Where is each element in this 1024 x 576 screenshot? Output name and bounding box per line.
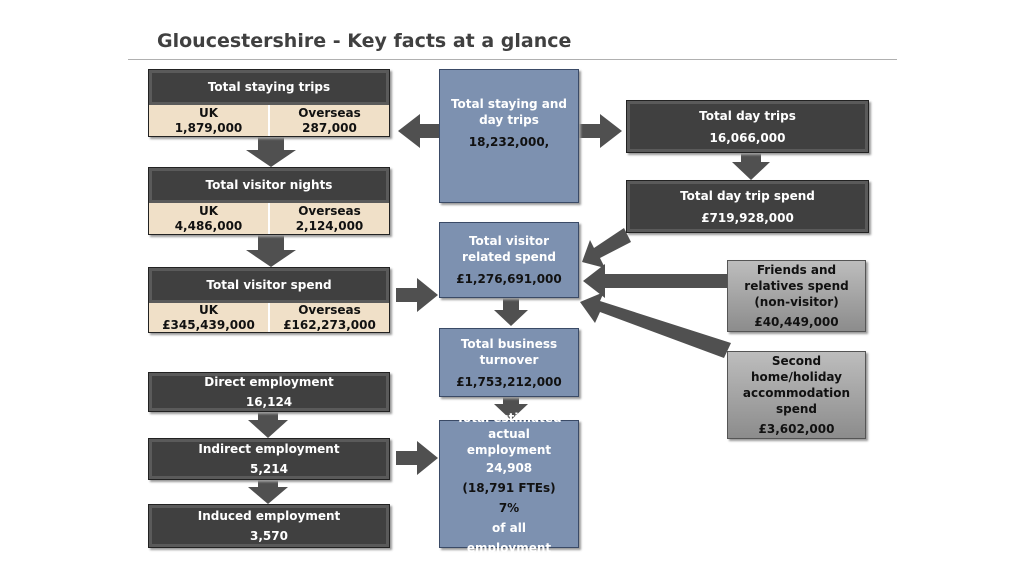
arrow-right-icon xyxy=(396,441,438,475)
day-trips-label: Total day trips xyxy=(699,108,796,123)
employment-box: Total estimated actual employment 24,908… xyxy=(439,411,579,555)
friends-relatives-value: £40,449,000 xyxy=(754,315,839,329)
arrow-right-icon xyxy=(579,114,622,148)
induced-employment-value: 3,570 xyxy=(250,529,288,543)
overseas-label: Overseas xyxy=(298,105,361,120)
staying-and-day-trips-box: Total staying and day trips 18,232,000, xyxy=(439,69,579,203)
uk-value: £345,439,000 xyxy=(162,317,255,332)
indirect-employment-box: Indirect employment 5,214 xyxy=(148,438,390,480)
staying-and-day-label: Total staying and day trips xyxy=(450,97,568,127)
visitor-related-spend-box: Total visitor related spend £1,276,691,0… xyxy=(439,222,579,298)
direct-employment-value: 16,124 xyxy=(245,395,293,409)
arrow-down-icon xyxy=(248,412,288,438)
second-home-label: Second home/holiday accommodation spend xyxy=(742,354,851,416)
visitor-spend-label: Total visitor spend xyxy=(149,268,389,303)
second-home-value: £3,602,000 xyxy=(758,422,835,436)
uk-value: 4,486,000 xyxy=(174,218,243,233)
employment-ftes: (18,791 FTEs) xyxy=(462,481,556,495)
induced-employment-box: Induced employment 3,570 xyxy=(148,504,390,548)
direct-employment-box: Direct employment 16,124 xyxy=(148,372,390,412)
second-home-box: Second home/holiday accommodation spend … xyxy=(727,351,866,439)
day-trips-value: 16,066,000 xyxy=(709,130,786,145)
arrow-left-icon xyxy=(398,114,439,148)
overseas-value: £162,273,000 xyxy=(283,317,376,332)
staying-and-day-value: 18,232,000, xyxy=(468,135,550,149)
friends-relatives-label: Friends and relatives spend (non-visitor… xyxy=(744,263,849,309)
visitor-related-spend-label: Total visitor related spend xyxy=(462,234,556,264)
direct-employment-label: Direct employment xyxy=(204,375,334,389)
indirect-employment-label: Indirect employment xyxy=(198,442,340,456)
overseas-label: Overseas xyxy=(298,203,361,218)
uk-label: UK xyxy=(198,105,219,120)
induced-employment-label: Induced employment xyxy=(197,509,341,523)
uk-value: 1,879,000 xyxy=(174,120,243,135)
overseas-value: 287,000 xyxy=(302,120,357,135)
day-trip-spend-value: £719,928,000 xyxy=(701,210,794,225)
arrow-up-left-icon xyxy=(580,292,731,358)
visitor-nights-label: Total visitor nights xyxy=(149,168,389,203)
employment-percent-label: of all employment xyxy=(466,521,552,555)
arrow-down-icon xyxy=(246,235,296,267)
uk-label: UK xyxy=(198,302,219,317)
arrow-down-icon xyxy=(248,480,288,504)
staying-trips-label: Total staying trips xyxy=(149,70,389,105)
day-trip-spend-label: Total day trip spend xyxy=(680,188,815,203)
employment-value: 24,908 xyxy=(485,461,533,475)
page-title: Gloucestershire - Key facts at a glance xyxy=(157,30,572,52)
business-turnover-label: Total business turnover xyxy=(460,336,558,367)
title-divider xyxy=(128,59,897,60)
arrow-right-icon xyxy=(396,278,438,312)
friends-relatives-box: Friends and relatives spend (non-visitor… xyxy=(727,260,866,332)
arrow-down-icon xyxy=(732,153,770,180)
arrow-down-icon xyxy=(494,298,528,326)
uk-label: UK xyxy=(198,203,219,218)
business-turnover-value: £1,753,212,000 xyxy=(456,374,562,389)
overseas-label: Overseas xyxy=(298,302,361,317)
day-trips-box: Total day trips 16,066,000 xyxy=(626,100,869,153)
arrow-left-icon xyxy=(583,264,727,298)
overseas-value: 2,124,000 xyxy=(295,218,364,233)
employment-percent: 7% xyxy=(498,501,520,515)
arrow-down-icon xyxy=(494,397,528,420)
business-turnover-box: Total business turnover £1,753,212,000 xyxy=(439,328,579,397)
day-trip-spend-box: Total day trip spend £719,928,000 xyxy=(626,180,869,233)
employment-label: Total estimated actual employment xyxy=(456,411,562,457)
visitor-spend-box: Total visitor spend UK£345,439,000 Overse… xyxy=(148,267,390,333)
visitor-related-spend-value: £1,276,691,000 xyxy=(456,272,562,286)
arrow-down-left-icon xyxy=(582,228,631,268)
indirect-employment-value: 5,214 xyxy=(250,462,288,476)
arrow-down-icon xyxy=(246,137,296,167)
